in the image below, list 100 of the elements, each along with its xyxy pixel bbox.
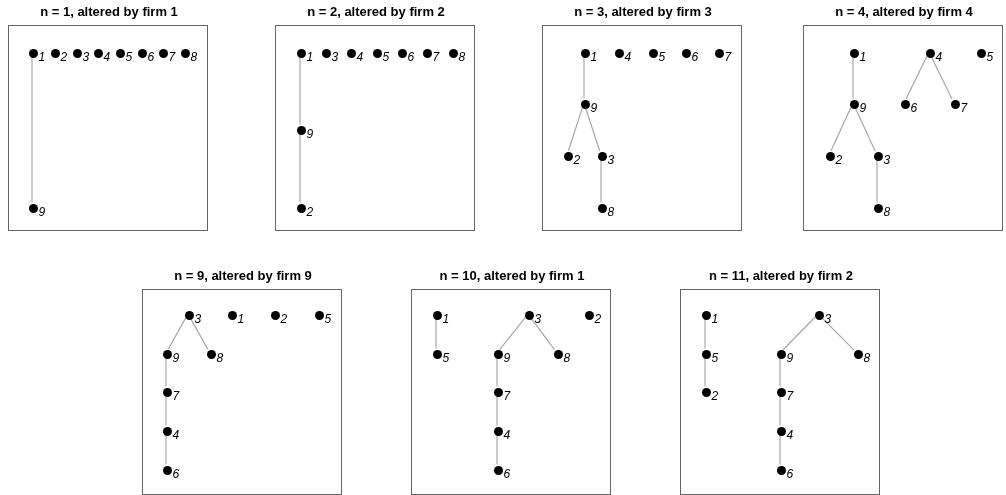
vertex-label: 6 (172, 467, 180, 480)
tree-edge (165, 356, 167, 388)
tree-edge (779, 433, 781, 466)
tree-edge (782, 316, 816, 351)
vertex-label: 1 (711, 312, 719, 325)
tree-edge (167, 317, 187, 350)
vertex-label: 4 (172, 428, 180, 441)
vertex-label: 7 (960, 101, 968, 114)
vertex-label: 1 (306, 50, 314, 63)
tree-edge (299, 132, 301, 204)
vertex-label: 4 (624, 50, 632, 63)
vertex-label: 5 (711, 351, 719, 364)
vertex-label: 7 (503, 389, 511, 402)
vertex-label: 7 (432, 50, 440, 63)
vertex-label: 6 (503, 467, 511, 480)
tree-edge (820, 316, 855, 351)
tree-edge (165, 433, 167, 466)
tree-edge (584, 106, 601, 152)
vertex-label: 1 (38, 50, 46, 63)
tree-edge (435, 317, 437, 350)
vertex-label: 6 (691, 50, 699, 63)
vertex-label: 9 (859, 101, 867, 114)
tree-edge (779, 394, 781, 427)
vertex-label: 6 (910, 101, 918, 114)
tree-edge (852, 55, 854, 100)
vertex-label: 5 (442, 351, 450, 364)
vertex-label: 8 (607, 205, 615, 218)
tree-edge (31, 55, 33, 204)
vertex-label: 3 (534, 312, 542, 325)
panel-title: n = 1, altered by firm 1 (39, 4, 179, 19)
vertex-label: 1 (237, 312, 245, 325)
tree-edge (854, 106, 876, 152)
tree-edge (530, 317, 555, 350)
vertex-label: 7 (724, 50, 732, 63)
tree-edge (830, 106, 852, 152)
tree-edge (496, 394, 498, 427)
vertex-label: 8 (216, 351, 224, 364)
tree-edge (600, 158, 602, 204)
vertex-label: 2 (60, 50, 68, 63)
vertex-label: 7 (786, 389, 794, 402)
vertex-label: 3 (194, 312, 202, 325)
vertex-label: 4 (103, 50, 111, 63)
vertex-label: 8 (863, 351, 871, 364)
tree-edge (930, 55, 953, 100)
vertex-label: 4 (503, 428, 511, 441)
panel-title: n = 11, altered by firm 2 (707, 268, 855, 283)
vertex-label: 3 (607, 153, 615, 166)
vertex-label: 3 (331, 50, 339, 63)
vertex-label: 8 (458, 50, 466, 63)
vertex-label: 4 (786, 428, 794, 441)
vertex-label: 3 (883, 153, 891, 166)
tree-edge (189, 317, 209, 350)
vertex-label: 8 (563, 351, 571, 364)
vertex-label: 9 (38, 205, 46, 218)
panel-title: n = 2, altered by firm 2 (306, 4, 446, 19)
vertex-label: 3 (82, 50, 90, 63)
vertex-label: 5 (324, 312, 332, 325)
vertex-label: 6 (407, 50, 415, 63)
vertex-label: 4 (935, 50, 943, 63)
panel-title: n = 3, altered by firm 3 (573, 4, 713, 19)
vertex-label: 6 (786, 467, 794, 480)
tree-edge (165, 394, 167, 427)
tree-edge (905, 55, 928, 100)
vertex-label: 5 (986, 50, 994, 63)
vertex-label: 9 (306, 127, 314, 140)
vertex-label: 9 (503, 351, 511, 364)
tree-edge (567, 106, 584, 152)
vertex-label: 5 (658, 50, 666, 63)
vertex-label: 2 (280, 312, 288, 325)
tree-edge (299, 55, 301, 126)
vertex-label: 2 (835, 153, 843, 166)
vertex-label: 5 (382, 50, 390, 63)
vertex-label: 7 (168, 50, 176, 63)
vertex-label: 8 (190, 50, 198, 63)
vertex-label: 1 (590, 50, 598, 63)
vertex-label: 2 (711, 389, 719, 402)
vertex-label: 1 (442, 312, 450, 325)
vertex-label: 9 (590, 101, 598, 114)
tree-edge (779, 356, 781, 388)
vertex-label: 3 (824, 312, 832, 325)
tree-edge (496, 433, 498, 466)
vertex-label: 1 (859, 50, 867, 63)
vertex-label: 4 (356, 50, 364, 63)
tree-edge (876, 158, 878, 204)
tree-edge (499, 316, 526, 351)
vertex-label: 7 (172, 389, 180, 402)
tree-edge (704, 356, 706, 388)
tree-edge (583, 55, 585, 100)
vertex-label: 6 (147, 50, 155, 63)
vertex-label: 2 (573, 153, 581, 166)
vertex-label: 9 (786, 351, 794, 364)
vertex-label: 9 (172, 351, 180, 364)
tree-edge (704, 317, 706, 350)
vertex-label: 5 (125, 50, 133, 63)
panel-title: n = 9, altered by firm 9 (173, 268, 313, 283)
panel-title: n = 10, altered by firm 1 (438, 268, 586, 283)
vertex-label: 2 (594, 312, 602, 325)
tree-edge (496, 356, 498, 388)
panel-title: n = 4, altered by firm 4 (834, 4, 974, 19)
vertex-label: 8 (883, 205, 891, 218)
